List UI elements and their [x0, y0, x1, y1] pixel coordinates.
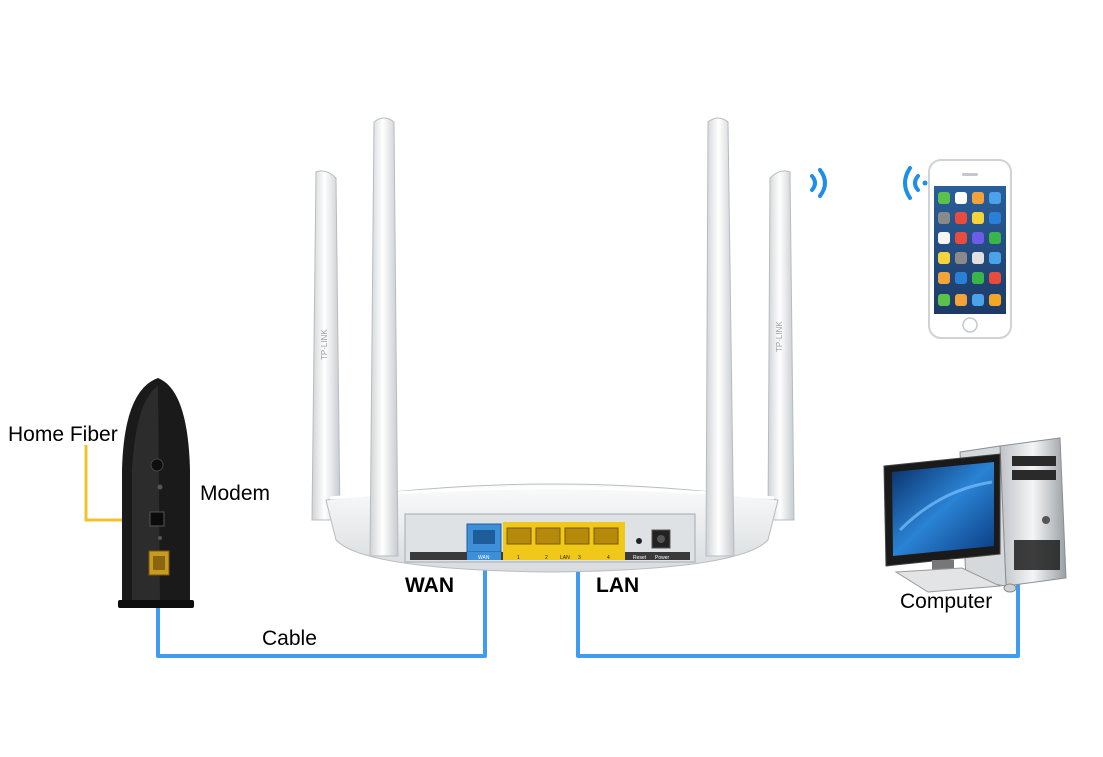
- port-label-lan: LAN: [560, 555, 570, 561]
- lan-cable: [576, 570, 1020, 658]
- monitor-swoosh: [898, 480, 993, 532]
- antenna-4: [767, 170, 795, 521]
- power-label: Power: [655, 555, 670, 561]
- modem-highlight: [132, 386, 160, 600]
- modem-led: [157, 484, 163, 490]
- port-label-1: 1: [517, 555, 520, 561]
- mouse: [1003, 583, 1017, 593]
- lan-port-jacks: [506, 527, 619, 545]
- wifi-signal-phone-icon: [903, 166, 928, 200]
- antenna-1: [311, 170, 341, 521]
- lan-port-3: [564, 527, 590, 545]
- keyboard: [894, 567, 1002, 593]
- lan-label: LAN: [596, 574, 640, 597]
- phone-app-icons: [938, 192, 1001, 306]
- reset-label: Reset: [633, 555, 647, 561]
- tower-bay-2: [1012, 470, 1056, 480]
- reset-button: [636, 538, 642, 544]
- smartphone: [928, 159, 1012, 339]
- wan-port-jack: [473, 530, 495, 544]
- phone-speaker: [962, 173, 978, 176]
- computer-label: Computer: [900, 590, 993, 613]
- antenna-3: [705, 117, 735, 557]
- lan-port-4: [593, 527, 619, 545]
- lan-port-2: [535, 527, 561, 545]
- computer: [883, 437, 1067, 593]
- antenna-brand-right: TP-LINK: [775, 321, 784, 352]
- port-label-2: 2: [545, 555, 548, 561]
- home-fiber-label: Home Fiber: [8, 423, 118, 446]
- router: TP-LINK TP-LINK WAN 1 2 LAN 3 4 Reset Po…: [311, 117, 795, 573]
- wan-port-label-bg: [467, 552, 501, 560]
- phone-home-button: [962, 317, 978, 333]
- modem-port-inner: [153, 556, 165, 570]
- power-jack-hole: [657, 535, 665, 543]
- modem-label: Modem: [200, 482, 271, 505]
- wan-label: WAN: [405, 574, 454, 597]
- modem-base: [118, 600, 194, 608]
- wifi-signal-router-icon: [810, 168, 827, 198]
- modem-dot: [158, 536, 162, 540]
- antenna-brand-left: TP-LINK: [320, 329, 329, 360]
- port-label-3: 3: [578, 555, 581, 561]
- tower-vent: [1014, 540, 1060, 570]
- tower-bay-1: [1012, 456, 1056, 466]
- modem-power-button: [150, 458, 164, 472]
- cable-label: Cable: [262, 627, 317, 650]
- tower-power-button: [1042, 516, 1050, 524]
- modem: [118, 378, 194, 608]
- port-label-wan: WAN: [478, 555, 490, 561]
- wan-cable: [156, 564, 487, 658]
- port-label-4: 4: [607, 555, 610, 561]
- lan-port-1: [506, 527, 532, 545]
- antenna-2: [369, 117, 399, 557]
- modem-fiber-port: [149, 511, 165, 527]
- monitor-screen: [892, 462, 994, 556]
- phone-screen: [934, 186, 1006, 314]
